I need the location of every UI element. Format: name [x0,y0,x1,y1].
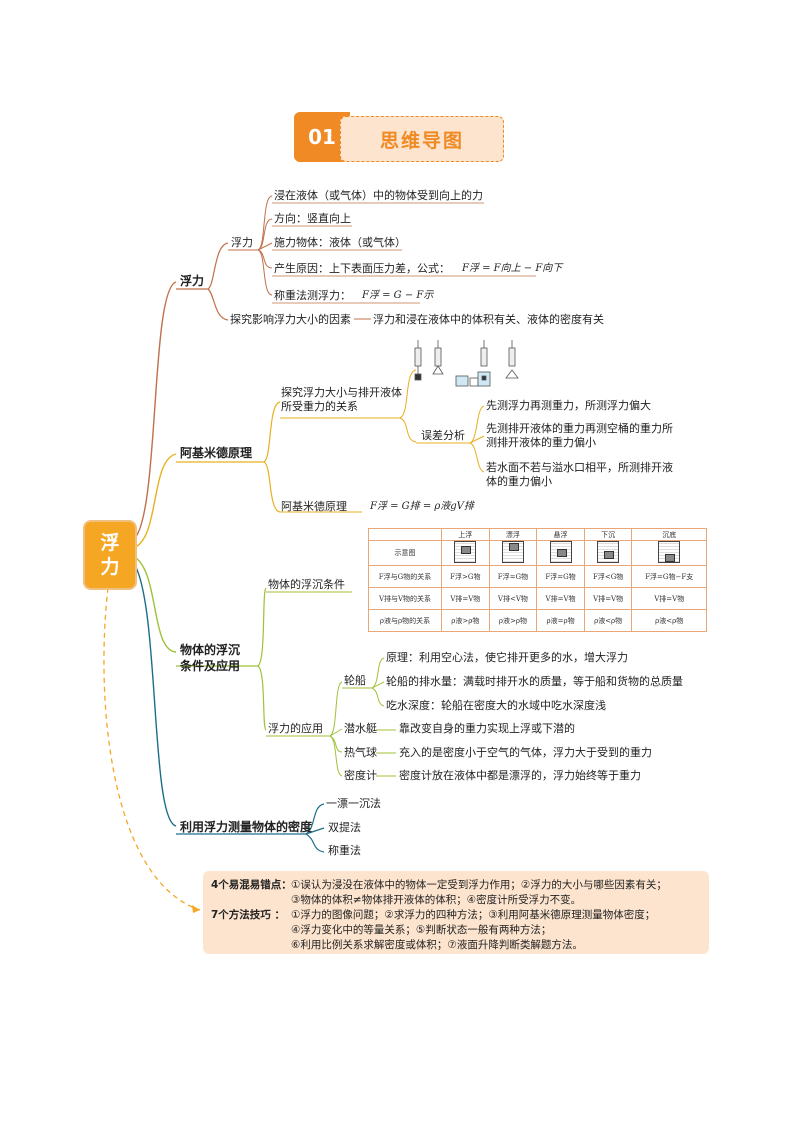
diagram-rising [441,540,490,566]
branch-buoyancy-label: 浮力 [180,274,205,288]
table-cell: V排=V物 [583,587,633,610]
ship-item-3: 吃水深度：轮船在密度大的水域中吃水深度浅 [386,699,606,712]
table-cell: F浮=G物 [536,565,585,588]
branch-density-label: 利用浮力测量物体的密度 [180,820,313,834]
ship-item-1: 原理：利用空心法，使它排开更多的水，增大浮力 [386,651,628,664]
hydrometer-text: 密度计放在液体中都是漂浮的，浮力始终等于重力 [399,769,641,782]
ship-label: 轮船 [344,674,366,687]
branch-archimedes-label: 阿基米德原理 [180,446,253,460]
table-header-cell: 悬浮 [536,528,585,541]
explore-factors-label: 探究影响浮力大小的因素 [230,313,351,326]
buoyancy-cause-formula: F浮 = F向上 − F向下 [462,263,563,274]
submarine-text: 靠改变自身的重力实现上浮或下潜的 [399,722,575,735]
table-row-label: 示意图 [368,540,442,566]
buoyancy-cause: 产生原因：上下表面压力差，公式： [274,262,450,275]
diagram-floating [488,540,538,566]
summary-methods-head: 7个方法技巧 ： [211,909,285,921]
density-method-2: 双提法 [328,821,361,834]
table-cell: ρ液<ρ物 [583,609,633,632]
table-cell: F浮=G物 [488,565,538,588]
summary-box: 4个易混易错点： ①误认为浸没在液体中的物体一定受到浮力作用；②浮力的大小与哪些… [203,871,709,954]
table-header-cell: 上浮 [441,528,490,541]
diagram-suspended [536,540,585,566]
table-row: V排与V物的关系 V排=V物 V排<V物 V排=V物 V排=V物 V排=V物 [368,587,707,610]
density-method-3: 称重法 [328,844,361,857]
buoyancy-source: 施力物体：液体（或气体） [274,236,406,249]
buoyancy-direction: 方向：竖直向上 [274,212,351,225]
root-node-char-2: 力 [100,556,120,578]
error-item-3: 若水面不若与溢水口相平，所测排开液体的重力偏小 [486,461,673,488]
table-header-cell: 漂浮 [488,528,538,541]
table-cell: F浮<G物 [583,565,633,588]
buoyancy-sub-label: 浮力 [231,236,253,249]
table-cell: V排=V物 [536,587,585,610]
table-row-label: F浮与G物的关系 [368,565,442,588]
section-title: 思维导图 [340,116,504,162]
ship-item-2: 轮船的排水量：满载时排开水的质量，等于船和货物的总质量 [386,675,683,688]
table-cell: V排=V物 [631,587,707,610]
summary-errors-line-2: ③物体的体积≠物体排开液体的体积；④密度计所受浮力不变。 [291,894,582,906]
branch-sink-float-label-2: 条件及应用 [180,659,241,673]
balloon-text: 充入的是密度小于空气的气体，浮力大于受到的重力 [399,746,652,759]
summary-methods-line-2: ④浮力变化中的等量关系；⑤判断状态一般有两种方法； [291,924,552,936]
explore-archimedes-label: 探究浮力大小与排开液体所受重力的关系 [281,386,402,413]
table-header-cell [368,528,442,541]
buoyancy-weighing-formula: F浮 = G − F示 [362,290,434,301]
diagram-sinking [583,540,633,566]
table-cell: V排<V物 [488,587,538,610]
summary-errors-line-1: ①误认为浸没在液体中的物体一定受到浮力作用；②浮力的大小与哪些因素有关； [291,879,667,891]
diagram-bottom [631,540,707,566]
buoyancy-definition: 浸在液体（或气体）中的物体受到向上的力 [274,189,483,202]
error-item-2: 先测排开液体的重力再测空桶的重力所测排开液体的重力偏小 [486,422,673,449]
summary-errors-head: 4个易混易错点： [211,879,292,891]
table-header-row: 上浮 漂浮 悬浮 下沉 沉底 [368,528,707,541]
branch-sink-float-label-1: 物体的浮沉 [180,643,241,657]
table-cell: ρ液<ρ物 [631,609,707,632]
sink-float-table: 上浮 漂浮 悬浮 下沉 沉底 示意图 F浮与G物的关系 F浮>G物 F浮=G物 … [368,528,707,632]
table-row: F浮与G物的关系 F浮>G物 F浮=G物 F浮=G物 F浮<G物 F浮=G物−F… [368,565,707,588]
root-node: 浮 力 [83,520,137,590]
buoyancy-weighing: 称重法测浮力： [274,289,351,302]
density-method-1: 一漂一沉法 [326,797,381,810]
table-cell: F浮>G物 [441,565,490,588]
table-cell: ρ液=ρ物 [536,609,585,632]
table-row: 示意图 [368,540,707,566]
table-cell: F浮=G物−F支 [631,565,707,588]
buoyancy-application-label: 浮力的应用 [268,722,323,735]
archimedes-principle-formula: F浮 = G排 = ρ液gV排 [370,501,474,512]
summary-methods-line-1: ①浮力的图像问题；②求浮力的四种方法；③利用阿基米德原理测量物体密度； [291,909,656,921]
balloon-label: 热气球 [344,746,377,759]
table-header-cell: 沉底 [631,528,707,541]
table-cell: ρ液>ρ物 [488,609,538,632]
table-cell: V排=V物 [441,587,490,610]
archimedes-principle-label: 阿基米德原理 [281,500,347,513]
table-cell: ρ液>ρ物 [441,609,490,632]
root-node-char-1: 浮 [100,532,120,554]
table-header-cell: 下沉 [583,528,633,541]
table-row-label: ρ液与ρ物的关系 [368,609,442,632]
explore-factors-result: 浮力和浸在液体中的体积有关、液体的密度有关 [373,313,604,326]
summary-methods-line-3: ⑥利用比例关系求解密度或体积；⑦液面升降判断类解题方法。 [291,939,583,951]
sink-float-condition-label: 物体的浮沉条件 [268,578,345,591]
table-row-label: V排与V物的关系 [368,587,442,610]
table-row: ρ液与ρ物的关系 ρ液>ρ物 ρ液>ρ物 ρ液=ρ物 ρ液<ρ物 ρ液<ρ物 [368,609,707,632]
error-item-1: 先测浮力再测重力，所测浮力偏大 [486,399,651,412]
hydrometer-label: 密度计 [344,769,377,782]
experiment-apparatus-image [414,340,519,387]
error-analysis-label: 误差分析 [421,429,465,442]
submarine-label: 潜水艇 [344,722,377,735]
